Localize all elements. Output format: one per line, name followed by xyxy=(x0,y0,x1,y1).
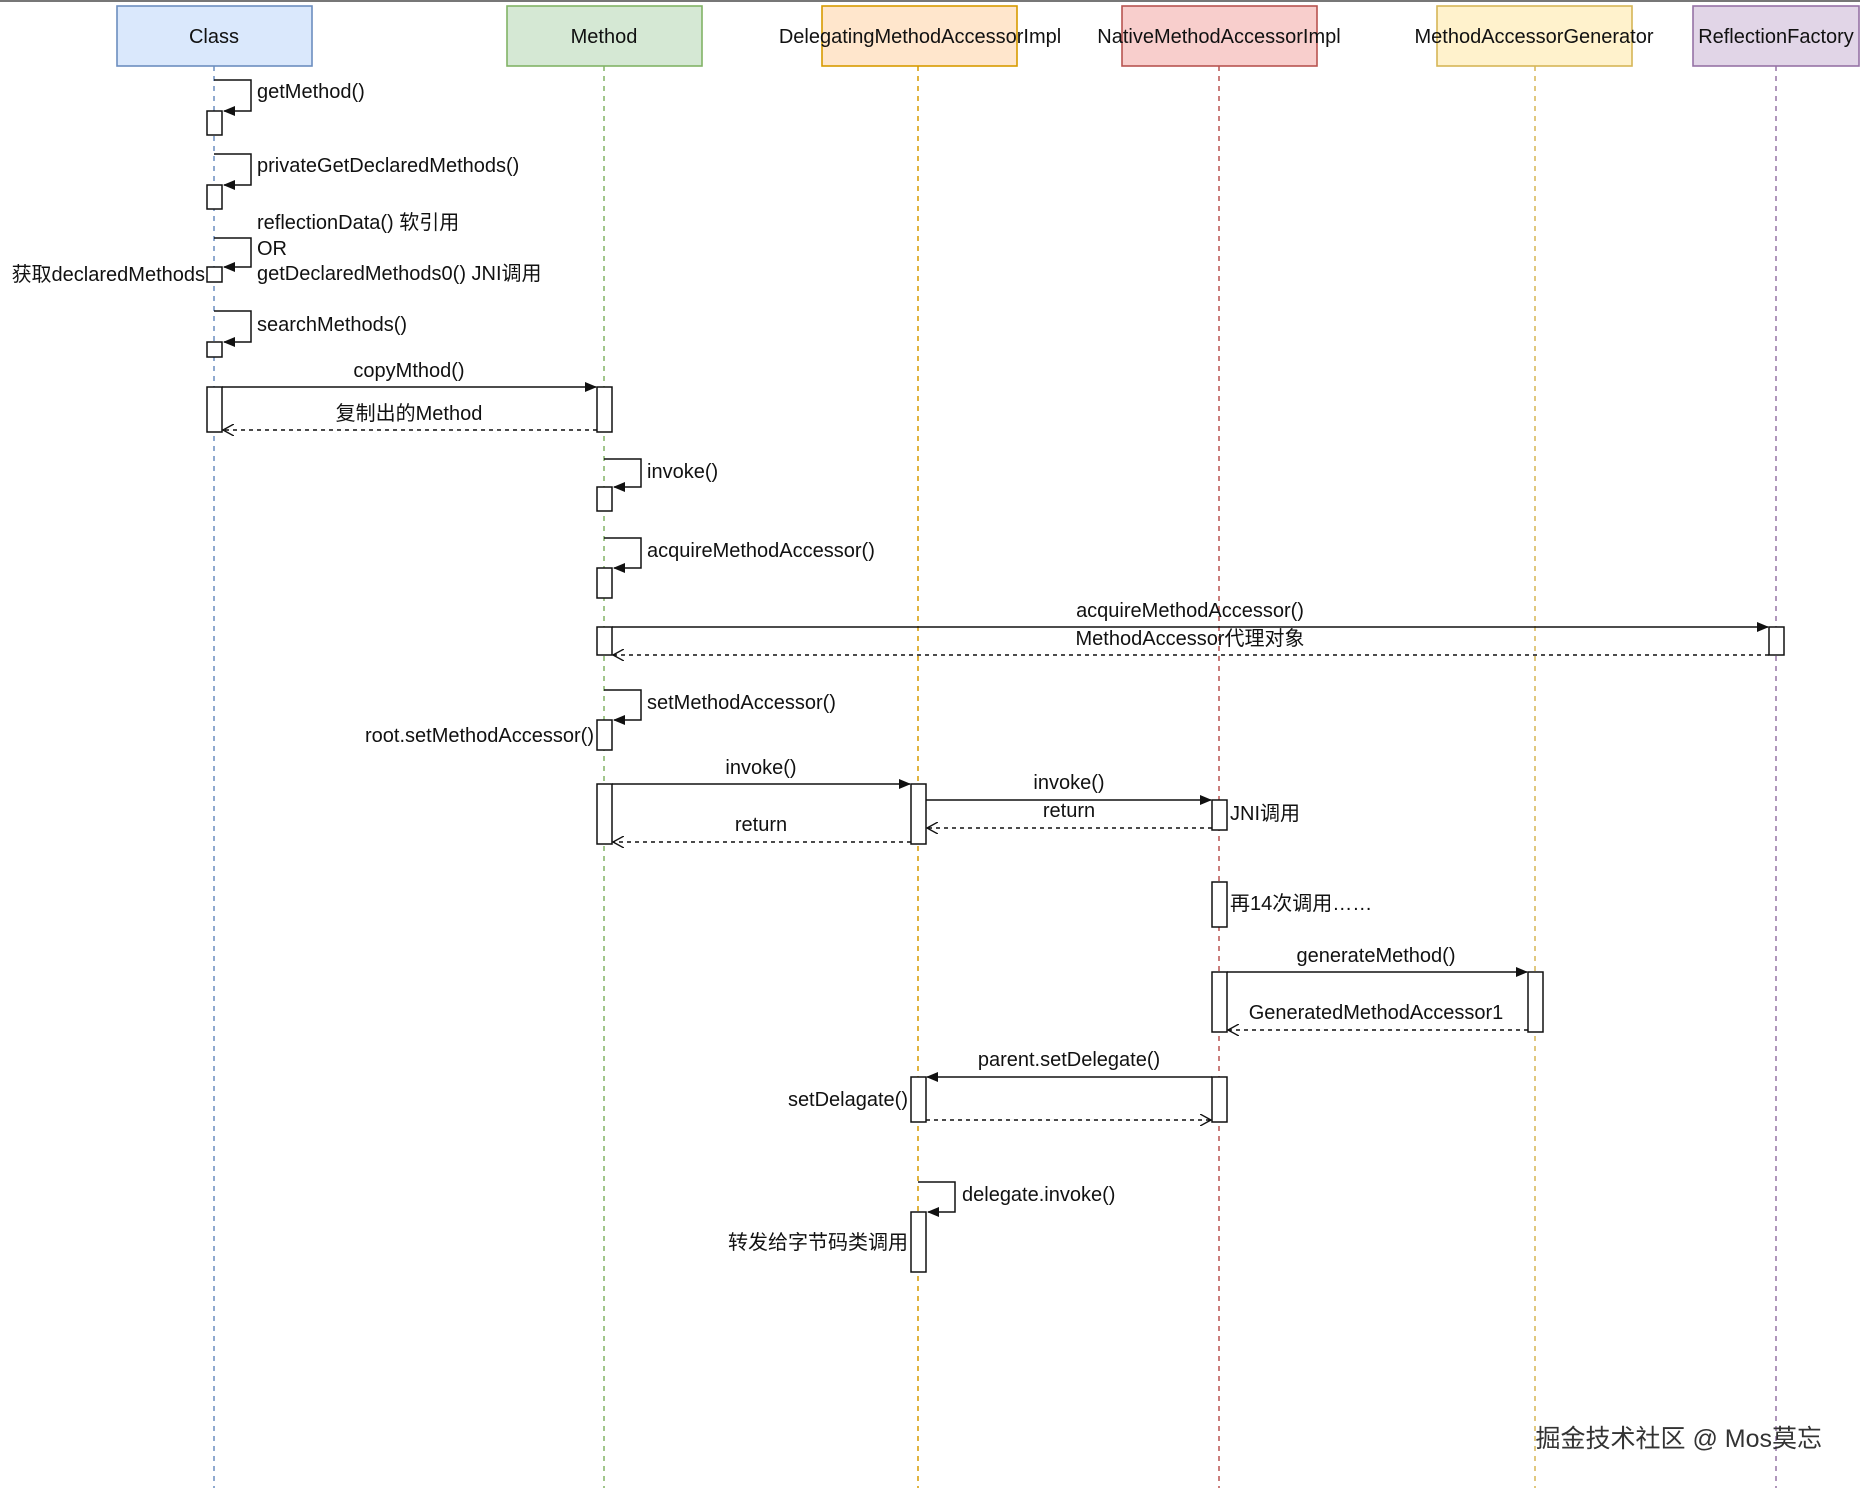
activation-delegate-invoke xyxy=(910,1211,927,1273)
msg-invoke: invoke() xyxy=(647,461,718,483)
activation-setaccessor xyxy=(596,719,613,751)
msg-private-get: privateGetDeclaredMethods() xyxy=(257,155,519,177)
participant-method: Method xyxy=(506,5,703,67)
msg-invoke-native-return: return xyxy=(1043,800,1095,822)
activation-class-copy xyxy=(206,386,223,433)
msg-copy-method: copyMthod() xyxy=(353,360,464,382)
activation-method-factory xyxy=(596,626,613,656)
note-root-set: root.setMethodAccessor() xyxy=(365,725,594,747)
self-call-delegate-invoke xyxy=(918,1181,956,1217)
msg-acquire-factory: acquireMethodAccessor() xyxy=(1076,600,1304,622)
note-jni: JNI调用 xyxy=(1230,802,1300,825)
activation-delegating-invoke xyxy=(910,783,927,845)
call-arrows xyxy=(222,382,1769,1082)
self-call-invoke xyxy=(604,458,642,492)
activation-delegating-setdelegate xyxy=(910,1076,927,1123)
activation-native-setdelegate xyxy=(1211,1076,1228,1123)
participant-native: NativeMethodAccessorImpl xyxy=(1097,5,1341,67)
activation-generator xyxy=(1527,971,1544,1033)
msg-reflection-3: getDeclaredMethods0() JNI调用 xyxy=(257,262,542,285)
participant-label: Method xyxy=(571,26,638,48)
msg-get-method: getMethod() xyxy=(257,81,365,103)
participant-factory: ReflectionFactory xyxy=(1692,5,1860,67)
self-call-getmethod xyxy=(214,79,252,116)
msg-copy-return: 复制出的Method xyxy=(336,402,483,425)
msg-generate-return: GeneratedMethodAccessor1 xyxy=(1249,1002,1504,1024)
msg-reflection-1: reflectionData() 软引用 xyxy=(257,211,459,234)
participant-label: MethodAccessorGenerator xyxy=(1414,26,1653,48)
msg-invoke-native: invoke() xyxy=(1033,772,1104,794)
msg-invoke-delegating: invoke() xyxy=(725,757,796,779)
msg-acquire-self: acquireMethodAccessor() xyxy=(647,540,875,562)
participant-generator: MethodAccessorGenerator xyxy=(1414,5,1654,67)
self-call-privateget xyxy=(214,153,252,190)
participant-label: Class xyxy=(189,26,239,48)
participants: Class Method DelegatingMethodAccessorImp… xyxy=(116,5,1860,67)
message-labels: getMethod() privateGetDeclaredMethods() … xyxy=(257,81,1503,1206)
activation-native-repeat xyxy=(1211,881,1228,928)
msg-search-methods: searchMethods() xyxy=(257,314,407,336)
msg-acquire-return: MethodAccessor代理对象 xyxy=(1076,627,1305,650)
participant-label: DelegatingMethodAccessorImpl xyxy=(779,26,1061,48)
self-calls xyxy=(214,79,956,1217)
activation-privateget xyxy=(206,184,223,210)
activation-reflection xyxy=(206,266,223,283)
msg-set-accessor: setMethodAccessor() xyxy=(647,692,836,714)
note-forward: 转发给字节码类调用 xyxy=(728,1231,908,1254)
participant-class: Class xyxy=(116,5,313,67)
note-get-declared: 获取declaredMethods xyxy=(12,263,205,286)
participant-delegating: DelegatingMethodAccessorImpl xyxy=(779,5,1061,67)
msg-invoke-delegating-return: return xyxy=(735,814,787,836)
activation-search xyxy=(206,341,223,358)
activation-native-invoke xyxy=(1211,799,1228,831)
note-repeat: 再14次调用…… xyxy=(1230,892,1372,915)
lifelines xyxy=(213,66,1777,1488)
activation-invoke xyxy=(596,486,613,512)
msg-parent-setdelegate: parent.setDelegate() xyxy=(978,1049,1160,1071)
activation-acquire xyxy=(596,567,613,599)
msg-reflection-2: OR xyxy=(257,238,287,260)
activation-factory xyxy=(1768,626,1785,656)
activation-method-copy xyxy=(596,386,613,433)
self-call-acquire xyxy=(604,537,642,573)
return-arrows xyxy=(223,430,1769,1120)
participant-label: ReflectionFactory xyxy=(1698,26,1854,48)
note-set-delagate: setDelagate() xyxy=(788,1089,908,1111)
watermark: 掘金技术社区 @ Mos莫忘 xyxy=(1536,1425,1823,1453)
participant-label: NativeMethodAccessorImpl xyxy=(1097,26,1340,48)
activation-getmethod xyxy=(206,110,223,136)
msg-generate-method: generateMethod() xyxy=(1297,945,1456,967)
msg-delegate-invoke: delegate.invoke() xyxy=(962,1184,1115,1206)
activation-method-invoke xyxy=(596,783,613,845)
activations xyxy=(206,110,1785,1273)
activation-native-generate xyxy=(1211,971,1228,1033)
side-notes: 获取declaredMethods root.setMethodAccessor… xyxy=(12,263,1373,1254)
self-call-reflection xyxy=(214,237,252,272)
self-call-setaccessor xyxy=(604,689,642,725)
self-call-search xyxy=(214,310,252,347)
